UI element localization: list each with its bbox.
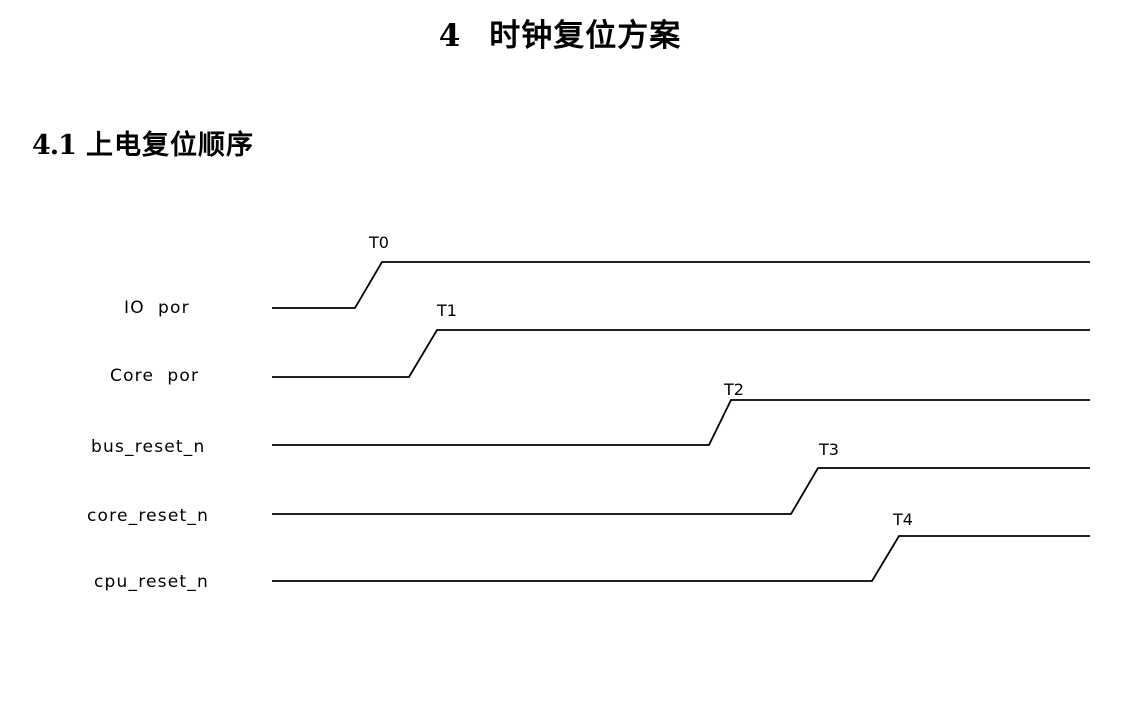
signal-label-io-por: IO por: [124, 298, 190, 318]
edge-label-t1: T1: [436, 301, 457, 320]
edge-label-t3: T3: [818, 440, 839, 459]
signal-label-bus-reset-n: bus_reset_n: [91, 437, 205, 457]
edge-label-t0: T0: [368, 233, 389, 252]
chapter-title: 4 时钟复位方案: [0, 16, 1120, 56]
waveform-cpu-reset-n: [272, 535, 1090, 582]
chapter-number: 4: [438, 18, 462, 54]
waveform-core-por: [272, 329, 1090, 378]
signal-label-cpu-reset-n: cpu_reset_n: [94, 572, 209, 592]
section-title-text: 上电复位顺序: [85, 130, 254, 161]
waveform-io-por: [272, 261, 1090, 309]
signal-label-core-por: Core por: [110, 366, 199, 386]
chapter-title-text: 时钟复位方案: [489, 18, 682, 54]
section-title: 4.1 上电复位顺序: [32, 128, 254, 164]
signal-label-core-reset-n: core_reset_n: [87, 506, 209, 526]
waveform-core-reset-n: [272, 467, 1090, 515]
edge-label-t4: T4: [892, 510, 913, 529]
waveform-bus-reset-n: [272, 399, 1090, 446]
edge-label-t2: T2: [723, 380, 744, 399]
section-number: 4.1: [32, 130, 77, 161]
